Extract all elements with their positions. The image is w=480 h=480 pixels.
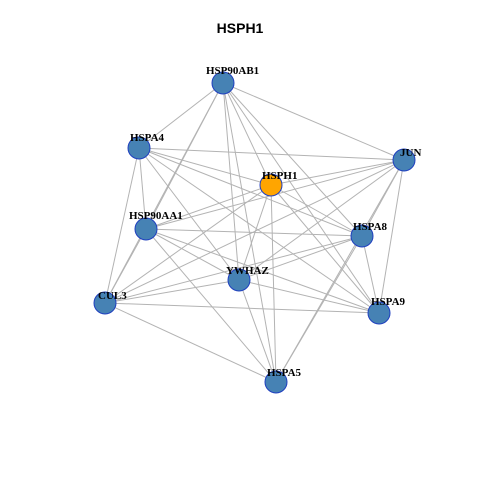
edge-hsph1-hspa5 bbox=[270, 184, 277, 383]
node-label-hsp90aa1: HSP90AA1 bbox=[129, 210, 183, 222]
edge-hspa4-hspa8 bbox=[138, 147, 363, 237]
node-ywhaz[interactable] bbox=[227, 268, 251, 292]
edge-hsp90aa1-cul3 bbox=[104, 228, 147, 304]
node-label-hspa8: HSPA8 bbox=[353, 221, 388, 233]
edge-hspa4-ywhaz bbox=[138, 147, 240, 281]
edge-hspa8-hspa9 bbox=[361, 235, 380, 314]
edge-hspa4-jun bbox=[138, 147, 405, 161]
node-hspa8[interactable] bbox=[350, 224, 374, 248]
edge-hsp90aa1-ywhaz bbox=[145, 228, 240, 281]
node-hspa4[interactable] bbox=[127, 136, 151, 160]
node-jun[interactable] bbox=[392, 148, 416, 172]
edge-hsph1-hspa8 bbox=[270, 184, 363, 237]
node-hsph1[interactable] bbox=[259, 173, 283, 197]
edge-ywhaz-cul3 bbox=[104, 279, 240, 304]
node-hsp90ab1[interactable] bbox=[211, 71, 235, 95]
edge-hspa4-cul3 bbox=[104, 147, 140, 304]
edge-ywhaz-hspa5 bbox=[238, 279, 277, 383]
edge-hsph1-jun bbox=[270, 159, 405, 186]
edge-hspa4-hsp90aa1 bbox=[138, 147, 147, 230]
node-label-hspa9: HSPA9 bbox=[371, 296, 406, 308]
edge-hsp90aa1-hspa9 bbox=[145, 228, 380, 314]
edge-layer bbox=[104, 82, 405, 383]
edge-hsp90ab1-jun bbox=[222, 82, 405, 161]
node-cul3[interactable] bbox=[93, 291, 117, 315]
node-hspa9[interactable] bbox=[367, 301, 391, 325]
edge-hsph1-hsp90ab1 bbox=[222, 82, 272, 186]
edge-jun-ywhaz bbox=[238, 159, 405, 281]
edge-hspa8-cul3 bbox=[104, 235, 363, 304]
edge-hspa8-ywhaz bbox=[238, 235, 363, 281]
edge-ywhaz-hspa9 bbox=[238, 279, 380, 314]
node-label-hsph1: HSPH1 bbox=[262, 170, 297, 182]
edge-hspa4-hspa9 bbox=[138, 147, 380, 314]
chart-title: HSPH1 bbox=[216, 20, 264, 36]
edge-hsp90aa1-hspa5 bbox=[145, 228, 277, 383]
node-label-hspa4: HSPA4 bbox=[130, 132, 165, 144]
node-label-jun: JUN bbox=[400, 147, 421, 159]
node-layer bbox=[93, 71, 416, 394]
edge-jun-cul3 bbox=[104, 159, 405, 304]
edge-hsph1-hspa4 bbox=[138, 147, 272, 186]
node-label-cul3: CUL3 bbox=[98, 290, 127, 302]
edge-cul3-hspa5 bbox=[104, 302, 277, 383]
node-label-hspa5: HSPA5 bbox=[267, 367, 302, 379]
edge-hsp90ab1-ywhaz bbox=[222, 82, 240, 281]
edge-hspa8-hspa5 bbox=[275, 235, 363, 383]
node-hspa5[interactable] bbox=[264, 370, 288, 394]
edge-hsp90ab1-hspa8 bbox=[222, 82, 363, 237]
edge-cul3-hspa9 bbox=[104, 302, 380, 314]
edge-hsp90ab1-cul3 bbox=[104, 82, 224, 304]
node-hsp90aa1[interactable] bbox=[134, 217, 158, 241]
edge-hsp90ab1-hspa4 bbox=[138, 82, 224, 149]
edge-hsp90aa1-hspa8 bbox=[145, 228, 363, 237]
node-label-ywhaz: YWHAZ bbox=[226, 265, 269, 277]
edge-jun-hspa9 bbox=[378, 159, 405, 314]
node-label-hsp90ab1: HSP90AB1 bbox=[206, 65, 259, 77]
edge-hsp90ab1-hspa9 bbox=[222, 82, 380, 314]
